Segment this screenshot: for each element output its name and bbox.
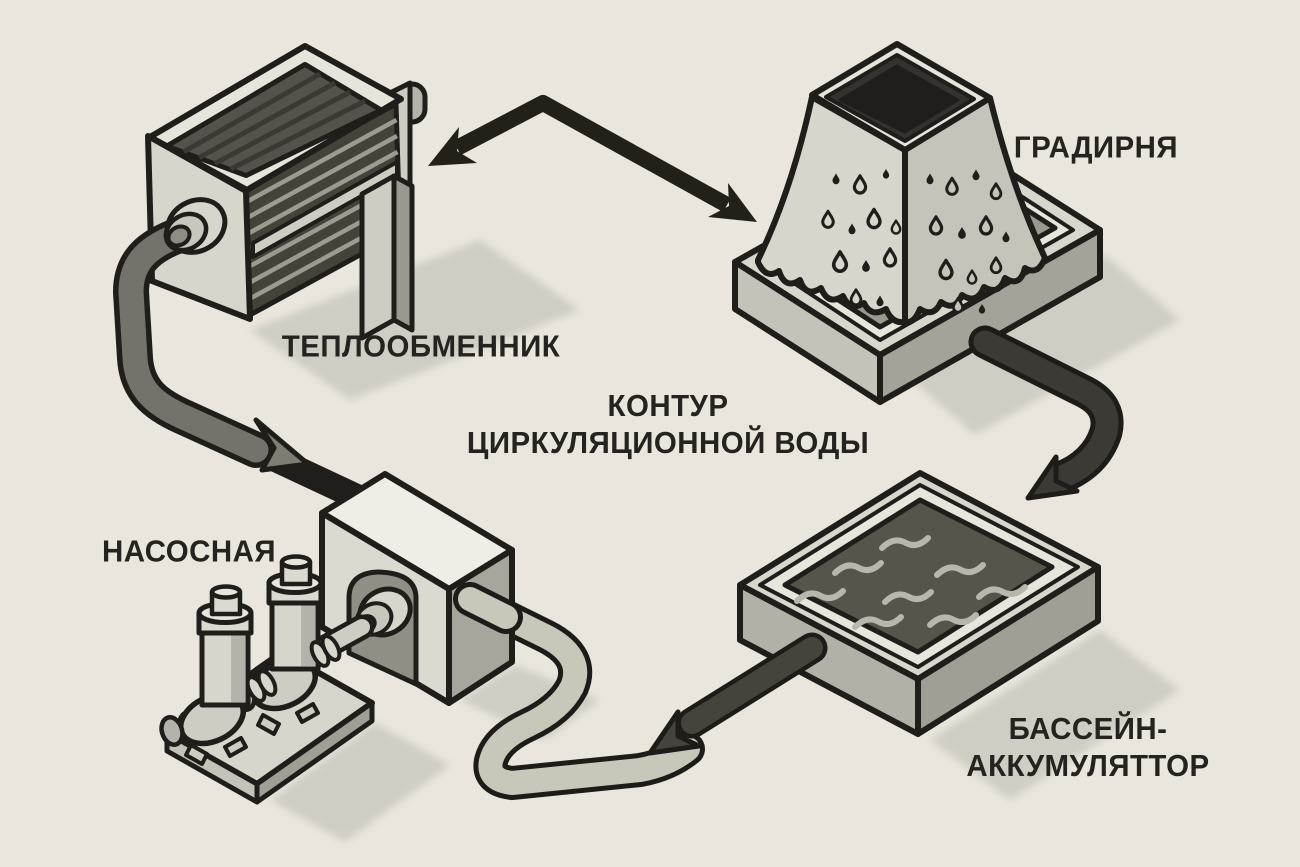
flow-arrowhead-to-pumphouse [647,709,702,756]
circuit-title: КОНТУР ЦИРКУЛЯЦИОННОЙ ВОДЫ [467,387,869,461]
cooling-tower-label: ГРАДИРНЯ [1013,129,1179,165]
pump-station-label: НАСОСНАЯ [101,533,277,569]
pump-unit-left [159,584,254,747]
basin-front-right [915,564,1101,737]
heat-exchanger-illustration [145,43,428,341]
flow-arrowhead-to-basin [1025,454,1080,501]
tower-top-opening-inner [838,64,960,134]
pump-snout [159,715,185,747]
circuit-title-line1: КОНТУР [607,388,729,423]
tube-top-stripes [182,71,367,172]
pipe-pump-outlet [451,581,705,801]
pipe-tower-to-basin [968,325,1124,501]
heat-exchanger-label: ТЕПЛООБМЕННИК [281,328,561,364]
arrowhead-left [428,127,477,166]
drop-shadows [250,240,1180,842]
accumulator-basin-label: БАССЕЙН- АККУМУЛЯТТОР [966,710,1209,784]
tower-body-right-face [902,95,1048,326]
arrowhead-right [708,183,757,222]
base-plate-front-right [254,700,375,805]
accumulator-basin-label-line1: БАССЕЙН- [1008,711,1168,746]
pipe-basin-to-pump [647,632,828,756]
manifold-couplings [245,634,342,703]
accumulator-basin-illustration [737,470,1101,737]
exchanger-front-leg-side [391,173,415,333]
pipe-outlet-stub [453,582,523,634]
exchanger-front-leg [359,173,397,341]
circuit-title-line2: ЦИРКУЛЯЦИОННОЙ ВОДЫ [466,425,870,460]
flow-arrowhead-to-pump [253,417,311,473]
cooling-tower-illustration [732,41,1103,405]
pump-units-illustration [159,554,375,805]
basin-water [782,497,1055,655]
pump-house-illustration [319,471,515,706]
double-arrow-exchanger-tower [428,95,757,222]
accumulator-basin-label-line2: АККУМУЛЯТТОР [966,748,1210,783]
pump-feet [184,702,320,766]
exchanger-flange [163,197,228,255]
